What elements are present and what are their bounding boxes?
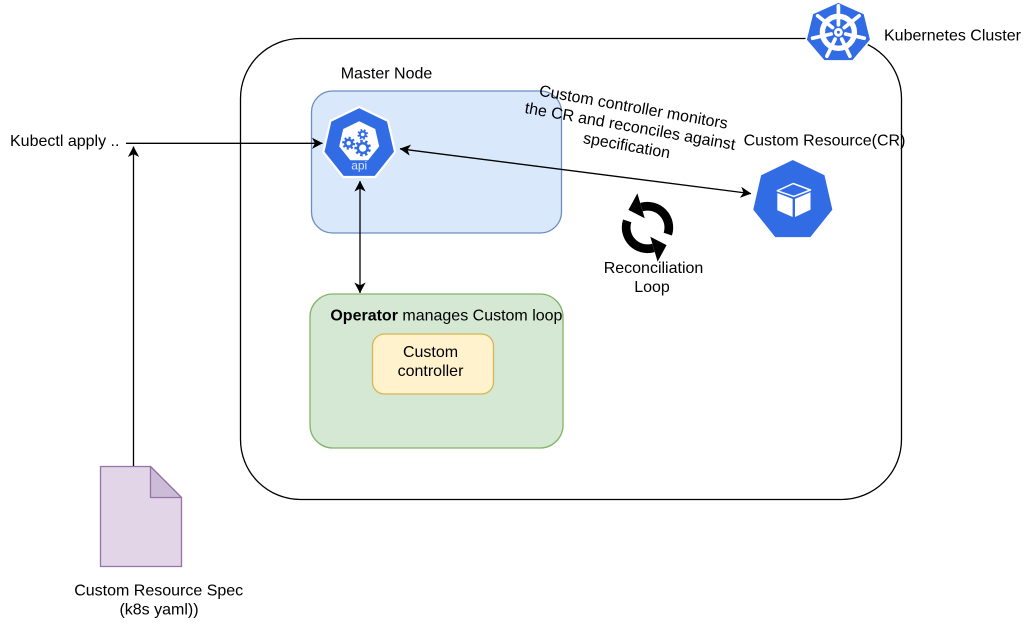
svg-text:Kubernetes Cluster: Kubernetes Cluster — [884, 28, 1022, 45]
svg-text:Operator manages Custom loop: Operator manages Custom loop — [330, 308, 562, 325]
svg-text:Custom: Custom — [403, 344, 458, 361]
svg-text:Custom Resource(CR): Custom Resource(CR) — [744, 133, 906, 150]
svg-text:(k8s yaml)): (k8s yaml)) — [119, 602, 198, 619]
svg-text:Kubectl apply ..: Kubectl apply .. — [10, 133, 119, 150]
svg-text:api: api — [351, 159, 367, 173]
svg-text:Custom Resource Spec: Custom Resource Spec — [74, 583, 243, 600]
svg-text:Master Node: Master Node — [341, 66, 433, 83]
svg-text:controller: controller — [398, 363, 464, 380]
svg-text:Loop: Loop — [634, 279, 670, 296]
svg-text:Reconciliation: Reconciliation — [604, 260, 704, 277]
